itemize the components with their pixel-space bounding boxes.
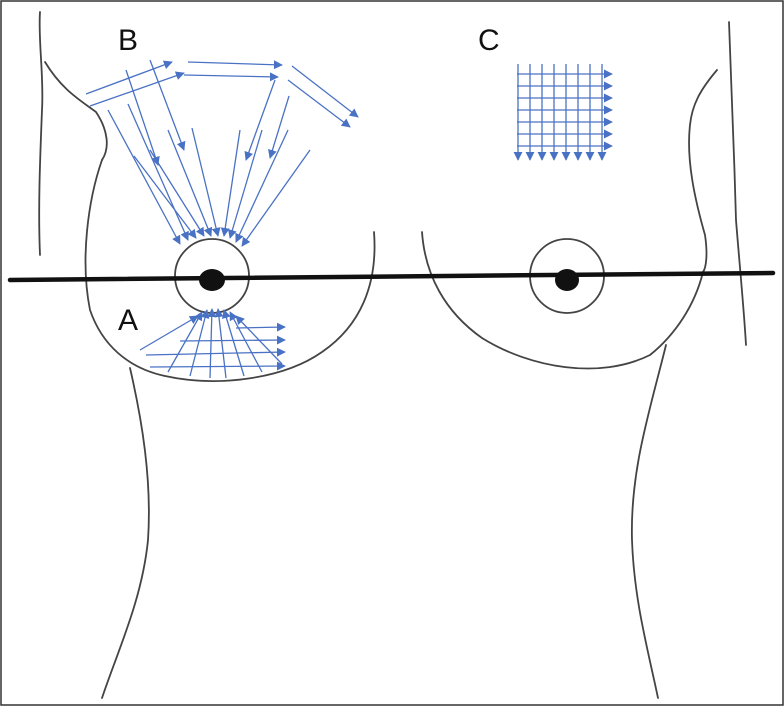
arrows-panel-a bbox=[139, 308, 286, 379]
arrow-a-h1 bbox=[235, 322, 286, 332]
right-shoulder-outline bbox=[688, 69, 718, 273]
arrows-panel-c bbox=[513, 64, 613, 161]
torso-outline bbox=[38, 11, 747, 699]
arrows-panel-b bbox=[85, 59, 359, 247]
right-breast-outline bbox=[421, 231, 704, 370]
arrow-b-c8 bbox=[227, 129, 263, 239]
arrow-a-u6 bbox=[222, 309, 245, 377]
arrow-a-u5 bbox=[214, 308, 227, 379]
arrow-a-h4 bbox=[149, 361, 286, 371]
left-arm-outline bbox=[38, 11, 44, 256]
left-breast-outline bbox=[84, 159, 376, 382]
right-nipple bbox=[555, 269, 579, 291]
arrow-a-u4 bbox=[207, 308, 217, 379]
arrow-b-c10 bbox=[241, 149, 311, 247]
arrow-a-h3 bbox=[145, 347, 286, 357]
arrow-b-m2 bbox=[125, 69, 160, 166]
arrow-b-c1 bbox=[107, 109, 181, 245]
arrow-a-u8 bbox=[235, 315, 283, 365]
arrow-a-u2 bbox=[167, 311, 203, 373]
arrow-a-u1 bbox=[139, 315, 199, 351]
arrow-b-h4 bbox=[183, 72, 279, 82]
right-flank-outline bbox=[630, 344, 667, 699]
label-a: A bbox=[118, 304, 138, 337]
label-c: C bbox=[478, 24, 500, 57]
arrow-b-h3 bbox=[187, 60, 283, 70]
arrow-b-h6 bbox=[287, 79, 351, 128]
left-shoulder-outline bbox=[44, 61, 108, 161]
arrow-b-c4 bbox=[149, 149, 205, 237]
left-flank-outline bbox=[101, 367, 150, 699]
arrow-b-c6 bbox=[191, 127, 221, 237]
arrow-b-c2 bbox=[127, 103, 189, 241]
arrow-b-c5 bbox=[167, 129, 213, 237]
arrow-a-u3 bbox=[189, 309, 210, 377]
arrow-b-m3 bbox=[244, 79, 276, 161]
arrow-b-c7 bbox=[220, 129, 241, 237]
right-arm-outline bbox=[728, 21, 747, 346]
arrow-b-c3 bbox=[133, 155, 197, 239]
arrow-a-u7 bbox=[229, 311, 263, 373]
arrow-b-h5 bbox=[291, 65, 359, 118]
arrow-b-h2 bbox=[89, 71, 185, 107]
label-b: B bbox=[118, 24, 138, 57]
nipple-reference-line bbox=[7, 270, 776, 283]
arrow-b-c9 bbox=[235, 129, 289, 243]
arrow-b-m1 bbox=[149, 59, 186, 151]
arrow-a-h2 bbox=[179, 335, 286, 345]
arrow-b-m4 bbox=[268, 95, 290, 159]
nipples bbox=[199, 269, 579, 291]
